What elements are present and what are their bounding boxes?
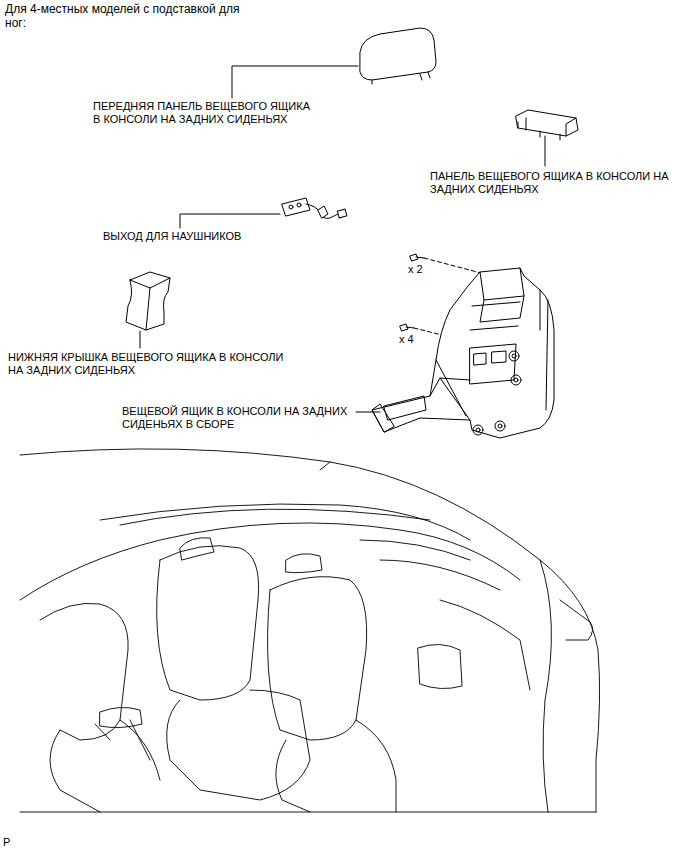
leader-line: [356, 412, 380, 413]
part-name: ВЫХОД ДЛЯ НАУШНИКОВ: [103, 230, 241, 243]
panel-drawing: [516, 110, 578, 140]
diagram-title: Для 4-местных моделей с подставкой для н…: [5, 2, 255, 30]
leader-line: [140, 331, 141, 348]
console-assembly-drawing: [372, 268, 554, 438]
quantity-label: x 4: [399, 333, 414, 346]
lower-cover-drawing: [126, 272, 170, 330]
leader-line: [180, 214, 280, 228]
leader-line: [545, 136, 546, 166]
screw-drawing: [400, 254, 424, 331]
vehicle-drawing: [20, 449, 600, 812]
part-name: НИЖНЯЯ КРЫШКА ВЕЩЕВОГО ЯЩИКА В КОНСОЛИ Н…: [8, 351, 300, 377]
front-panel-drawing: [360, 28, 436, 84]
earphone-jack-drawing: [282, 198, 347, 218]
part-name: ПЕРЕДНЯЯ ПАНЕЛЬ ВЕЩЕВОГО ЯЩИКА В КОНСОЛИ…: [93, 100, 317, 126]
quantity-label: x 2: [408, 263, 423, 276]
page-mark: P: [3, 836, 10, 849]
part-name: ПАНЕЛЬ ВЕЩЕВОГО ЯЩИКА В КОНСОЛИ НА ЗАДНИ…: [430, 170, 670, 196]
part-name: ВЕЩЕВОЙ ЯЩИК В КОНСОЛИ НА ЗАДНИХ СИДЕНЬЯ…: [122, 405, 354, 431]
leader-line: [232, 66, 358, 98]
